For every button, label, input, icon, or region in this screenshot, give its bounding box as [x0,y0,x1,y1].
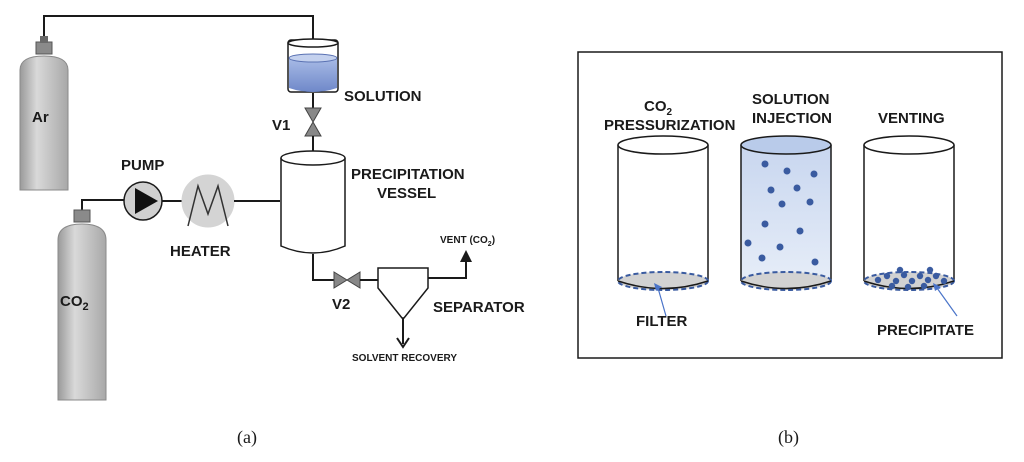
vent-arrow [460,250,472,262]
stage-venting-cylinder [863,135,955,291]
pressurization-heading-line1: CO2 [644,98,673,118]
panel-b: CO2 PRESSURIZATION SOLUTION INJECTION VE… [577,51,1003,448]
injection-heading-line1: SOLUTION [752,91,830,108]
pump: PUMP [121,157,164,221]
valve-v1: V1 [272,107,322,137]
filter-pointer [657,287,667,317]
heater: HEATER [170,174,235,260]
solution-label: SOLUTION [344,88,422,105]
co2-label: CO2 [60,293,89,313]
vessel-label-line2: VESSEL [377,185,436,202]
precipitate-label: PRECIPITATE [877,322,974,339]
separator-label: SEPARATOR [433,299,525,316]
precipitation-vessel: PRECIPITATION VESSEL [280,150,465,254]
ar-cylinder: Ar [19,36,69,191]
panel-a: Ar CO2 PUMP HEATER [19,15,525,448]
filter-pointer-head [654,283,662,291]
caption-b: (b) [778,427,799,448]
caption-a: (a) [237,427,257,448]
heater-label: HEATER [170,243,231,260]
vessel-label-line1: PRECIPITATION [351,166,465,183]
filter-label: FILTER [636,313,688,330]
vent-line [428,258,467,279]
v1-label: V1 [272,117,290,134]
filter-disc [617,271,709,291]
v2-label: V2 [332,296,350,313]
vent-label: VENT (CO2) [440,235,495,248]
pressurization-heading-line2: PRESSURIZATION [604,117,735,134]
pump-label: PUMP [121,157,164,174]
stage-pressurization-cylinder [617,135,709,291]
ar-line [43,15,314,44]
separator: SEPARATOR [377,267,525,319]
venting-heading: VENTING [878,110,945,127]
precipitate-pointer [936,287,958,317]
stage-injection-cylinder [740,135,832,291]
injection-heading-line2: INJECTION [752,110,832,127]
vessel-v2-line [312,254,334,281]
co2-line [81,199,124,212]
solution-reservoir: SOLUTION [287,38,422,105]
recovery-arrow [396,337,410,349]
precipitate-pointer-head [933,283,941,291]
ar-label: Ar [32,109,49,126]
solvent-recovery-label: SOLVENT RECOVERY [352,353,457,364]
co2-cylinder: CO2 [57,199,124,401]
solution-droplets [744,160,819,266]
precipitate-particles [874,266,948,291]
valve-v2: V2 [332,271,361,313]
